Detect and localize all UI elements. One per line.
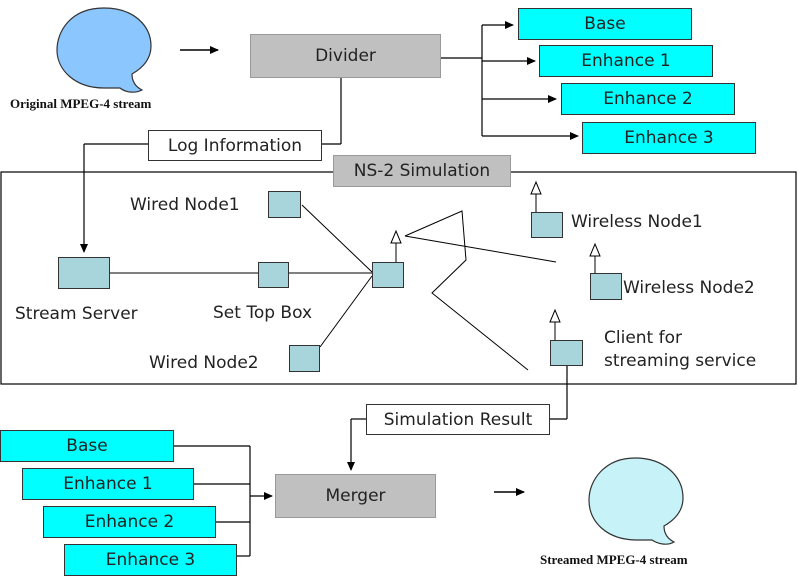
set-top-box-label: Set Top Box [213,303,313,323]
bottom-layer-enhance-1: Enhance 1 [22,468,194,500]
ap-antenna-icon [390,229,402,262]
access-point-node [372,262,404,288]
wireless-node-1-label: Wireless Node1 [571,212,703,232]
simulation-result-box: Simulation Result [366,404,550,435]
divider-box: Divider [250,34,441,78]
output-label: Streamed MPEG-4 stream [540,552,688,567]
wired-node-1 [268,191,301,218]
top-layer-enhance-1: Enhance 1 [539,45,713,77]
client-label-line-1: Client for [604,328,682,348]
output-bubble-icon [588,457,684,545]
stream-server-label: Stream Server [15,304,138,324]
result-connector [347,366,568,471]
bottom-layer-base: Base [0,430,174,462]
source-bubble-icon [56,7,152,93]
client-label: Client for streaming service [604,327,756,373]
wireless-link-icon [404,210,529,371]
log-connector [80,78,342,253]
simulation-title: NS-2 Simulation [333,155,511,187]
wireless-node-2-label: Wireless Node2 [623,278,755,298]
source-label: Original MPEG-4 stream [10,96,152,111]
stream-server-node [58,257,110,289]
merger-box: Merger [275,474,436,518]
client-node [550,340,583,366]
wireless-node-1 [531,212,563,238]
client-antenna-icon [549,308,561,340]
bottom-layer-enhance-3: Enhance 3 [64,544,237,576]
wired-node-2 [289,345,320,372]
wired-links [110,204,373,348]
divider-fanout-lines [441,21,579,140]
wireless2-antenna-icon [589,242,601,273]
top-layer-enhance-2: Enhance 2 [561,83,735,115]
top-layer-enhance-3: Enhance 3 [582,122,756,154]
wireless-link-branch [404,235,557,263]
log-information-box: Log Information [148,130,322,161]
client-label-line-2: streaming service [604,351,757,371]
bottom-layer-enhance-2: Enhance 2 [43,506,216,538]
set-top-box-node [258,262,289,288]
wired-node-2-label: Wired Node2 [149,353,259,373]
top-layer-base: Base [518,8,692,40]
merger-fanin-lines [174,445,273,557]
wireless1-antenna-icon [530,180,542,212]
wireless-node-2 [590,273,622,300]
wired-node-1-label: Wired Node1 [130,195,240,215]
